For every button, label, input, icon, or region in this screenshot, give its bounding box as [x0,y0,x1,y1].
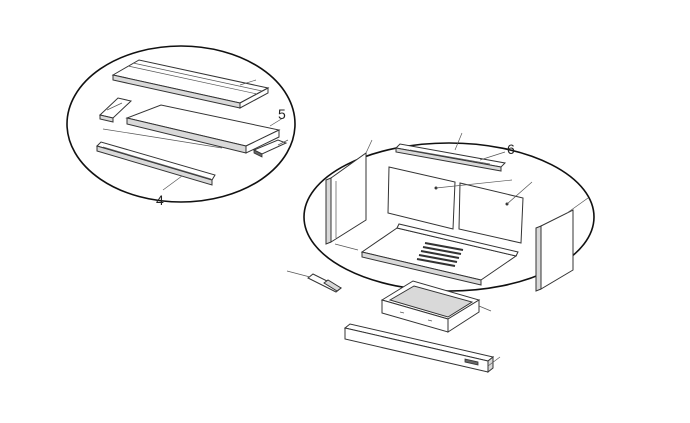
leader-line [162,175,183,191]
leader-line [454,132,463,151]
callout-part-5: 5 [278,106,286,122]
rear-liner-right [458,182,524,244]
grate-floor [360,223,519,286]
deflector-plate [111,59,270,109]
grate-slots [416,242,464,267]
leader-line [365,139,373,154]
callout-part-6: 6 [507,141,515,157]
leader-line [277,139,289,146]
leader-line [566,197,589,214]
leader-line [479,151,506,161]
leader-line [269,117,284,127]
leader-line [435,179,513,189]
detail-ellipse-left [66,45,296,203]
top-shelf-detail-group: 4 5 [66,45,296,208]
bracket-right [252,139,288,158]
ash-drawer [380,280,492,333]
baffle-board [125,104,281,154]
right-side-liner [535,209,574,292]
leader-line [159,137,223,149]
bracket-left [98,97,133,123]
rear-liner-left [387,166,456,230]
top-baffle-bar [394,143,507,172]
callout-part-4: 4 [156,192,164,208]
left-side-liner [325,152,367,245]
leader-line [239,79,257,86]
front-rail [96,141,216,186]
leader-line [506,181,533,205]
firebox-detail-group: 6 [303,132,595,292]
leader-line [102,128,161,139]
leader-line [334,243,359,251]
front-trim-bar [343,323,501,374]
poker-tool [286,270,342,293]
